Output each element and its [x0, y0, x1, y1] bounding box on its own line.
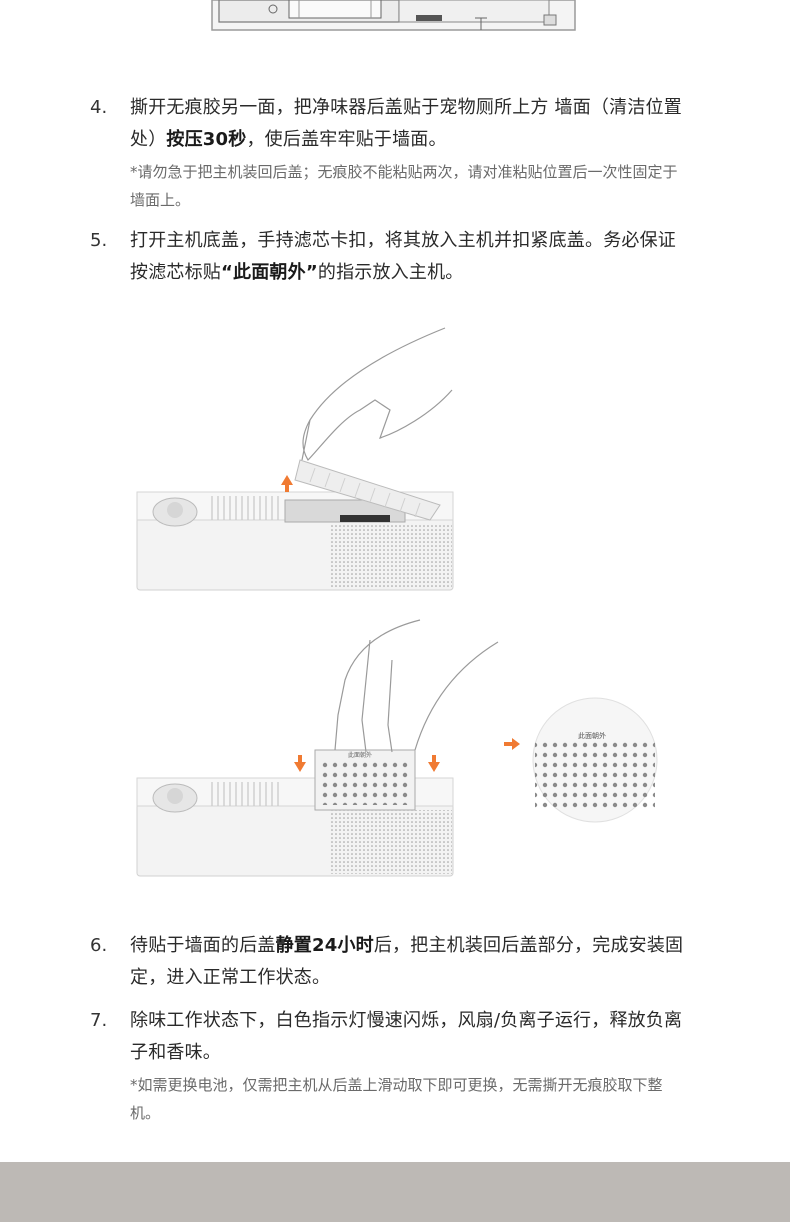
instruction-step-7: 7. 除味工作状态下，白色指示灯慢速闪烁，风扇/负离子运行，释放负离子和香味。 … — [90, 1005, 690, 1127]
step-text-part: 撕开无痕胶另一面，把净味器后盖贴于宠物厕所上方 墙面（清洁位置处） — [130, 97, 682, 150]
step-text-part: 后，把主机装回后盖部分，完成安装固定，进入正常工作状态。 — [130, 935, 684, 988]
footer-band — [0, 1162, 790, 1222]
filter-label-small: 此面朝外 — [348, 751, 372, 759]
step-note: *如需更换电池，仅需把主机从后盖上滑动取下即可更换，无需撕开无痕胶取下整机。 — [130, 1076, 663, 1122]
instruction-step-4: 4. 撕开无痕胶另一面，把净味器后盖贴于宠物厕所上方 墙面（清洁位置处）按压30… — [90, 92, 690, 214]
step-text: 除味工作状态下，白色指示灯慢速闪烁，风扇/负离子运行，释放负离子和香味。 — [130, 1005, 690, 1069]
filter-label-zoom: 此面朝外 — [578, 731, 606, 740]
step-emphasis: “此面朝外” — [221, 262, 318, 283]
step-emphasis: 按压30秒 — [166, 129, 247, 150]
arrow-right-icon — [504, 738, 520, 750]
step-text: 待贴于墙面的后盖静置24小时后，把主机装回后盖部分，完成安装固定，进入正常工作状… — [130, 930, 690, 994]
step-number: 7. — [90, 1010, 108, 1031]
instruction-step-6: 6. 待贴于墙面的后盖静置24小时后，把主机装回后盖部分，完成安装固定，进入正常… — [90, 930, 690, 994]
step-text: 打开主机底盖，手持滤芯卡扣，将其放入主机并扣紧底盖。务必保证按滤芯标贴“此面朝外… — [130, 225, 690, 289]
step-text-part: 打开主机底盖，手持滤芯卡扣，将其放入主机并扣紧底盖。务必保证按滤芯标贴 — [130, 230, 676, 283]
step-number: 5. — [90, 230, 108, 251]
device-upper-illustration — [136, 327, 454, 591]
step-text-part: 的指示放入主机。 — [317, 262, 464, 283]
step-text-part: 待贴于墙面的后盖 — [130, 935, 276, 956]
step-note: *请勿急于把主机装回后盖；无痕胶不能粘贴两次，请对准粘贴位置后一次性固定于墙面上… — [130, 163, 678, 209]
instruction-step-5: 5. 打开主机底盖，手持滤芯卡扣，将其放入主机并扣紧底盖。务必保证按滤芯标贴“此… — [90, 225, 690, 289]
step-number: 6. — [90, 935, 108, 956]
step-text-part: ，使后盖牢牢贴于墙面。 — [246, 129, 447, 150]
filter-zoom-detail: 此面朝外 — [532, 697, 658, 823]
device-lower-illustration: 此面朝外 — [136, 619, 499, 877]
step-text: 撕开无痕胶另一面，把净味器后盖贴于宠物厕所上方 墙面（清洁位置处）按压30秒，使… — [130, 92, 690, 156]
filter-installation-illustration: 此面朝外 此面朝外 — [136, 327, 658, 877]
step-text-part: 除味工作状态下，白色指示灯慢速闪烁，风扇/负离子运行，释放负离子和香味。 — [130, 1010, 683, 1063]
step-emphasis: 静置24小时 — [275, 935, 374, 956]
step-number: 4. — [90, 97, 108, 118]
device-top-illustration — [211, 0, 576, 31]
